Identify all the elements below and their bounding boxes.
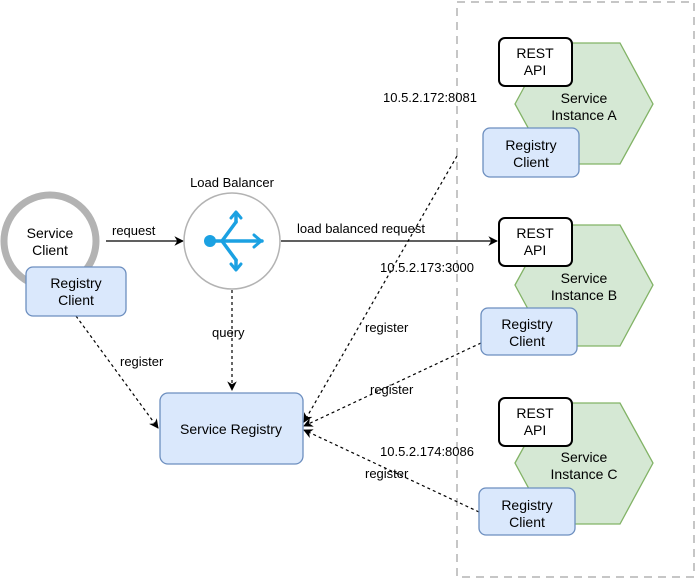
instance-a-rest-label-line2: API <box>524 62 547 78</box>
instance-a-name-line1: Service <box>561 90 608 106</box>
instance-c-registry-label-line2: Client <box>509 514 545 530</box>
instance-a-registry-client-box <box>482 127 580 178</box>
query-label: query <box>212 325 245 340</box>
instance-c-name-line1: Service <box>561 449 608 465</box>
service-instances-container <box>456 1 695 578</box>
client-registry-client-label-line2: Client <box>58 292 94 308</box>
service-registry-box <box>159 392 304 465</box>
instance-b-registry-label-line1: Registry <box>501 316 552 332</box>
client-register-label: register <box>120 354 164 369</box>
instance-c-registry-client-box <box>478 487 576 536</box>
instance-a-rest-api-box <box>498 37 573 87</box>
instance-b-name-line2: Instance B <box>551 287 617 303</box>
service-registry: Service Registry <box>159 392 304 465</box>
service-client: Service Client <box>0 191 100 291</box>
instance-c-register-edge <box>303 429 480 513</box>
client-registry-client-box <box>25 266 127 317</box>
instance-a-registry-label-line2: Client <box>513 154 549 170</box>
instance-b-registry-label-line2: Client <box>509 333 545 349</box>
load-balanced-request-label: load balanced request <box>297 221 425 236</box>
instance-b-register-edge <box>303 342 482 427</box>
instance-b-registry-client-box <box>480 307 578 356</box>
client-registry-client: Registry Client <box>25 266 127 317</box>
instance-b-rest-api-box <box>498 217 573 267</box>
load-balancer: Load Balancer <box>183 175 281 290</box>
instance-a-register-label: register <box>365 320 409 335</box>
instance-c-rest-label-line1: REST <box>516 405 554 421</box>
load-balancer-icon-source <box>204 235 216 247</box>
instance-c-rest-api-box <box>498 397 573 447</box>
load-balancer-icon <box>210 210 264 272</box>
instance-b-rest-label-line1: REST <box>516 225 554 241</box>
request-label: request <box>112 223 156 238</box>
client-registry-client-label-line1: Registry <box>50 275 101 291</box>
client-register-edge <box>75 315 159 429</box>
instance-c-rest-label-line2: API <box>524 422 547 438</box>
instance-a-name-line2: Instance A <box>551 107 617 123</box>
instance-a-rest-label-line1: REST <box>516 45 554 61</box>
instance-b-rest-label-line2: API <box>524 242 547 258</box>
service-registry-label: Service Registry <box>180 421 282 437</box>
load-balancer-title: Load Balancer <box>190 175 275 190</box>
instance-b-address: 10.5.2.173:3000 <box>380 260 474 275</box>
service-client-label-line2: Client <box>32 242 68 258</box>
service-instance-c: Service Instance C REST API Registry Cli… <box>478 397 654 536</box>
instance-c-registry-label-line1: Registry <box>501 497 552 513</box>
instance-b-name-line1: Service <box>561 270 608 286</box>
instance-b-register-label: register <box>370 382 414 397</box>
service-instance-b: Service Instance B REST API Registry Cli… <box>480 217 654 356</box>
service-client-label-line1: Service <box>27 225 74 241</box>
instance-a-registry-label-line1: Registry <box>505 137 556 153</box>
instance-c-address: 10.5.2.174:8086 <box>380 444 474 459</box>
instance-c-name-line2: Instance C <box>551 466 618 482</box>
service-instance-a: Service Instance A REST API Registry Cli… <box>482 37 654 178</box>
instance-c-register-label: register <box>365 466 409 481</box>
instance-a-address: 10.5.2.172:8081 <box>383 90 477 105</box>
